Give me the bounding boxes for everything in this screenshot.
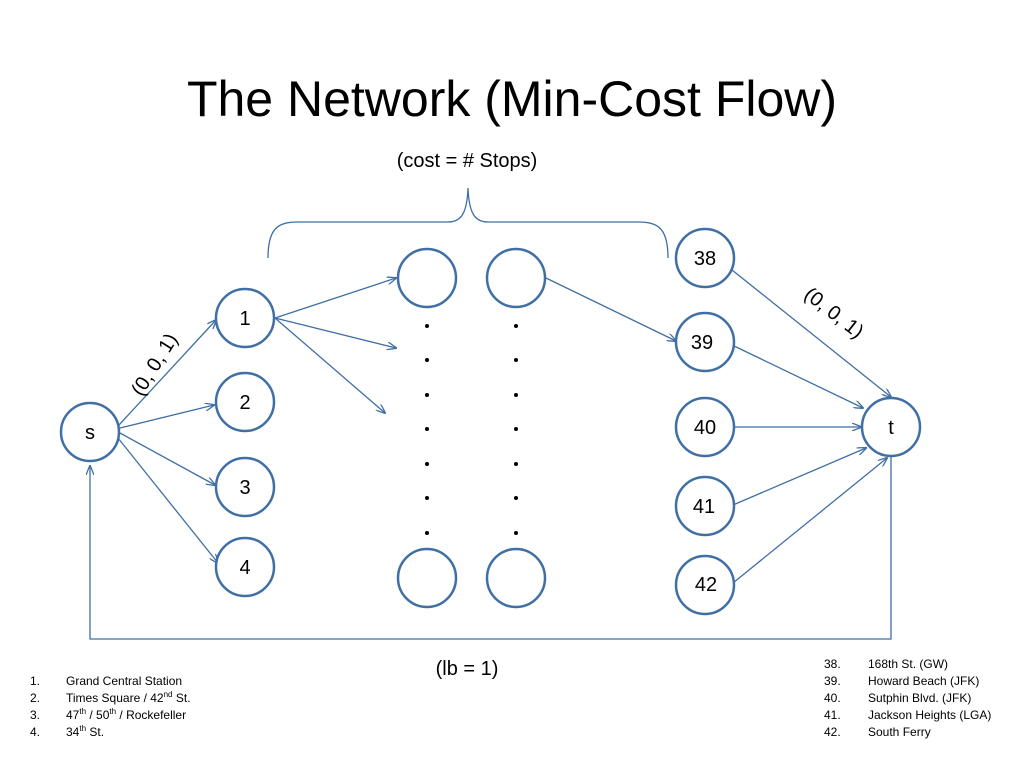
cost-note: (cost = # Stops) — [396, 150, 538, 172]
node-mid-bottom-left — [396, 547, 458, 609]
station-legend-left: 1. Grand Central Station 2. Times Square… — [30, 674, 191, 739]
ellipsis-dots-right — [514, 324, 518, 535]
sink-edge-label: (0, 0, 1) — [800, 283, 868, 343]
node-t-label: t — [888, 417, 894, 439]
edge-1-mid-c — [274, 317, 385, 413]
node-mid-top-left — [396, 247, 458, 309]
node-38 — [674, 227, 736, 289]
node-t — [860, 396, 922, 458]
node-1-label: 1 — [239, 308, 250, 330]
node-41 — [674, 475, 736, 537]
node-4 — [214, 536, 276, 598]
node-3 — [214, 456, 276, 518]
edge-mid-39 — [545, 277, 676, 341]
node-s — [59, 401, 121, 463]
node-2 — [214, 371, 276, 433]
edge-s-4 — [117, 437, 218, 563]
node-39 — [674, 311, 736, 373]
node-40-label: 40 — [694, 417, 716, 439]
page-title: The Network (Min-Cost Flow) — [186, 71, 838, 127]
edge-s-1 — [118, 320, 216, 426]
station-legend-right: 38. 168th St. (GW) 39. Howard Beach (JFK… — [824, 657, 992, 739]
edge-s-3 — [119, 432, 215, 485]
node-1 — [214, 287, 276, 349]
node-38-label: 38 — [694, 248, 716, 270]
edge-39-t — [731, 344, 863, 408]
edge-38-t — [731, 269, 891, 397]
edge-42-t — [732, 458, 887, 584]
node-42-label: 42 — [695, 574, 717, 596]
node-42 — [674, 554, 736, 616]
curly-brace — [267, 187, 669, 259]
node-mid-top-right — [485, 247, 547, 309]
edge-1-mid-a — [274, 278, 396, 319]
ellipsis-dots-left — [425, 324, 429, 535]
edge-1-mid-b — [274, 317, 396, 348]
edge-41-t — [732, 448, 866, 506]
edge-return-t-s — [90, 457, 892, 640]
node-40 — [674, 396, 736, 458]
node-3-label: 3 — [239, 477, 250, 499]
node-4-label: 4 — [239, 557, 250, 579]
node-s-label: s — [85, 422, 95, 444]
node-2-label: 2 — [239, 392, 250, 414]
node-mid-bottom-right — [485, 547, 547, 609]
return-edge-label: (lb = 1) — [436, 658, 499, 680]
node-41-label: 41 — [693, 496, 715, 518]
edge-s-2 — [119, 405, 214, 429]
node-39-label: 39 — [691, 332, 713, 354]
